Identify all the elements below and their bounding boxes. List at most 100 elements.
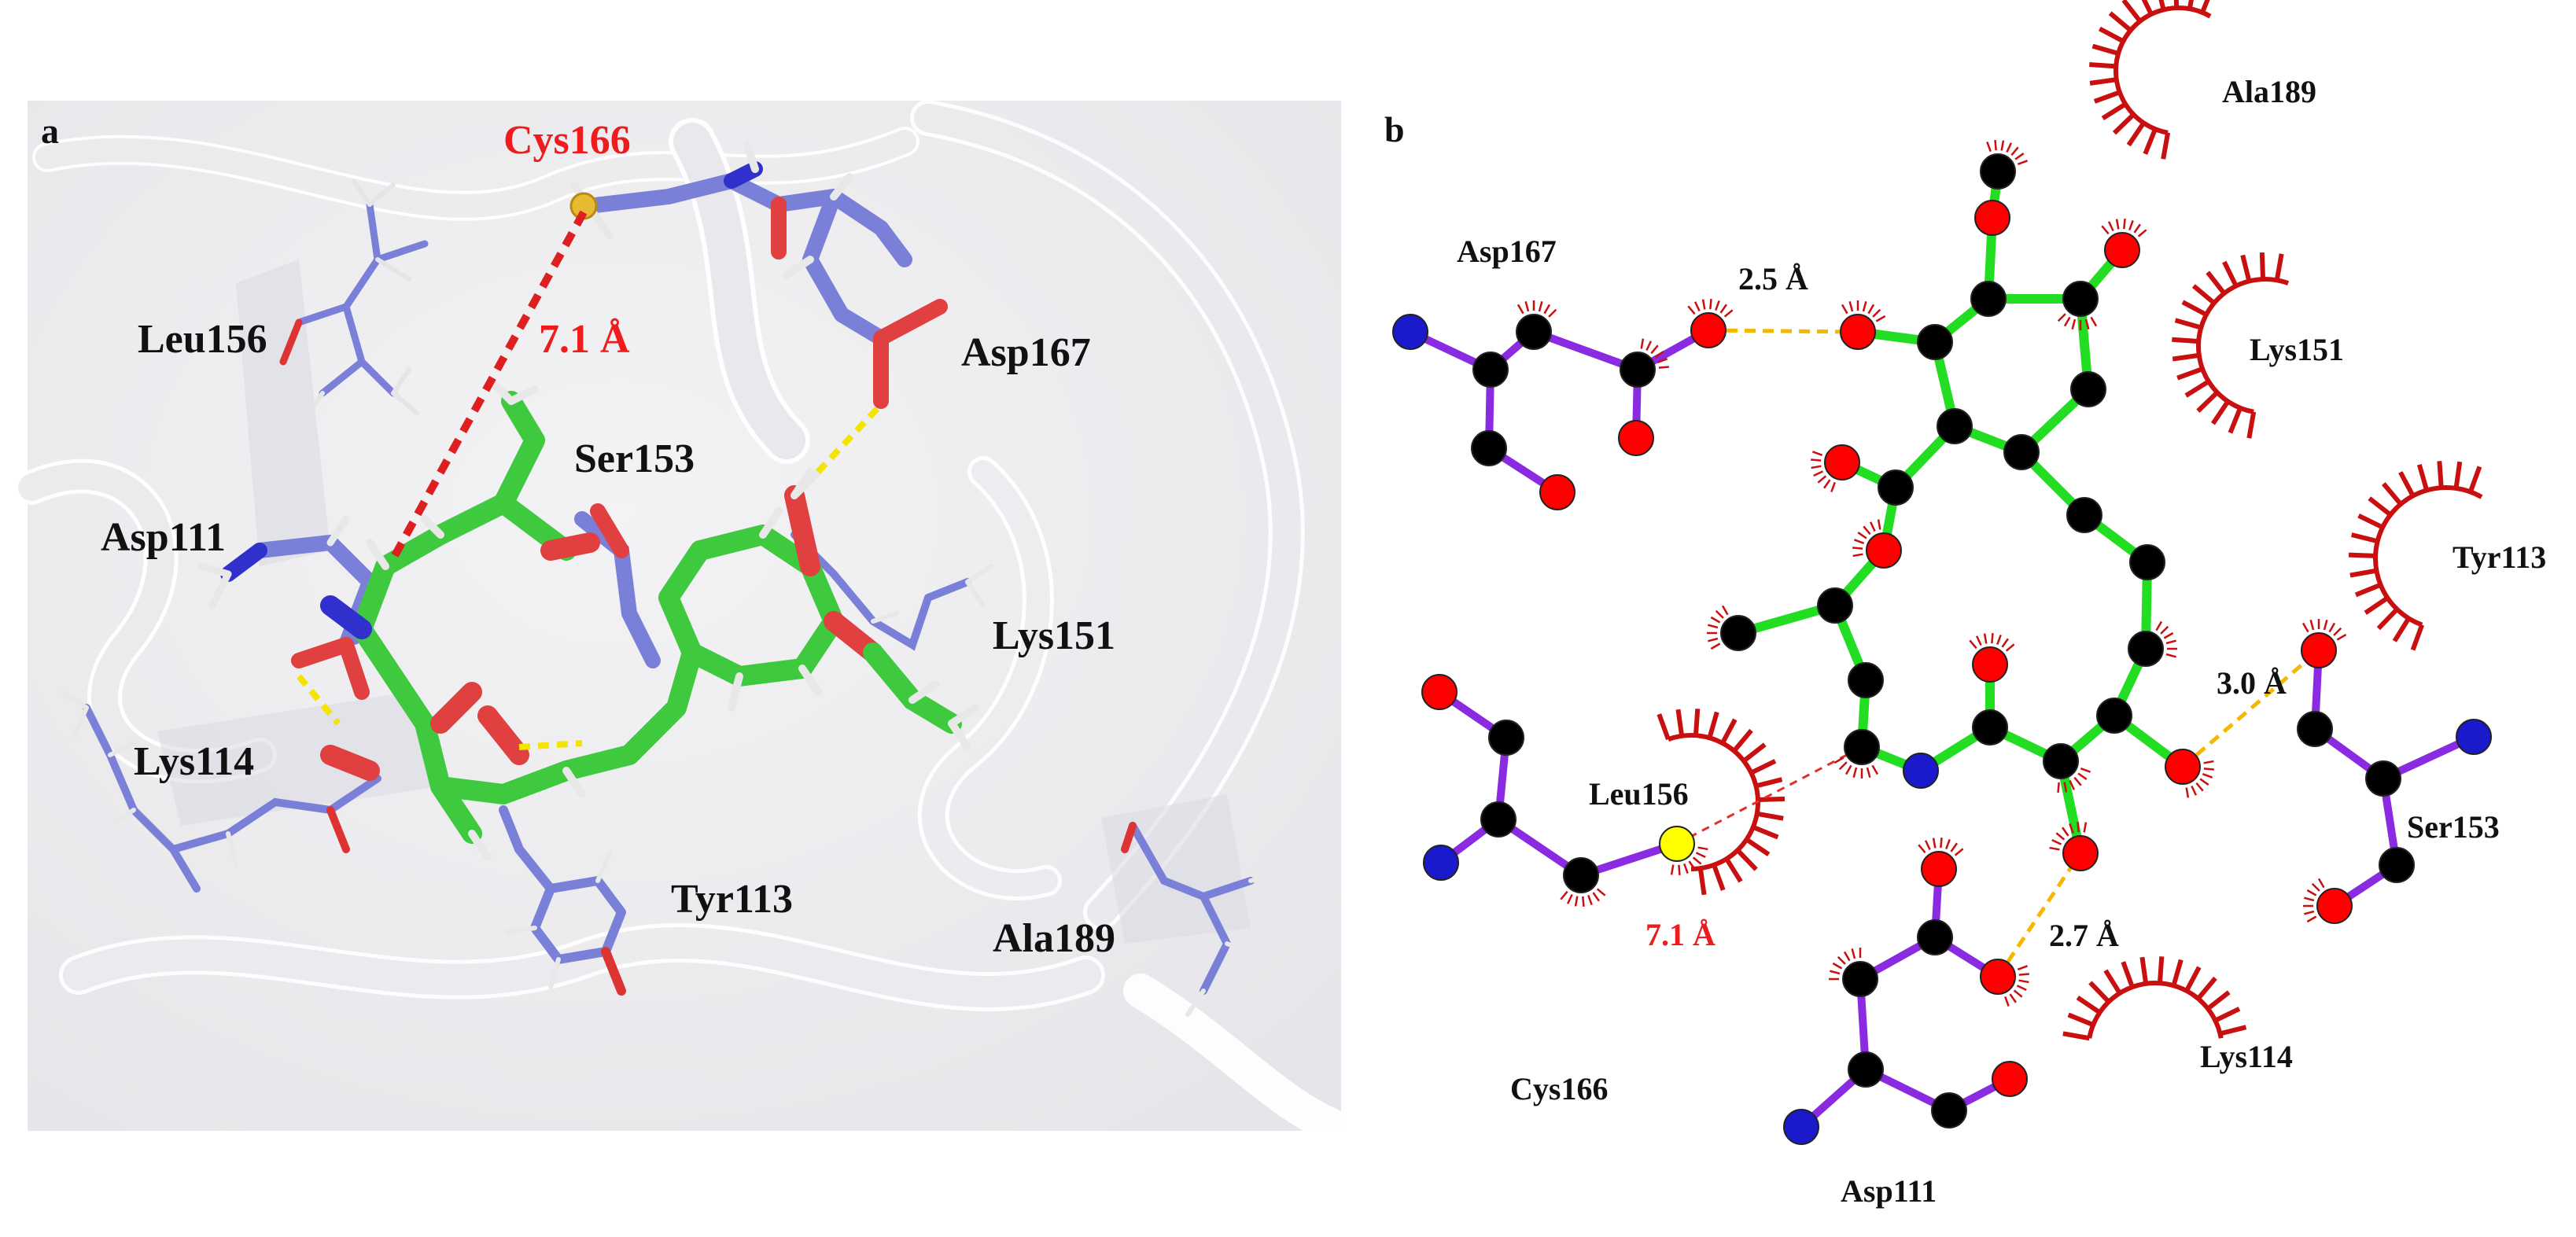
- contact-tick: [2137, 229, 2147, 237]
- label-b-leu156: Leu156: [1589, 776, 1689, 812]
- arc-tyr113: [2348, 461, 2483, 651]
- arc-ala189-tick: [2091, 43, 2119, 56]
- contact-tick: [1872, 308, 1881, 318]
- lys114-hydrogens: [61, 690, 238, 867]
- contact-tick: [2084, 318, 2090, 329]
- tyr113-hydrogens: [505, 851, 612, 989]
- contact-tick: [1654, 351, 1664, 359]
- contact-tick: [1708, 624, 1719, 629]
- ligand-hydrogens: [366, 381, 979, 861]
- arc-lys151-tick: [2206, 271, 2227, 295]
- arc-lys114-tick: [2076, 995, 2102, 1014]
- label-b-asp167: Asp167: [1457, 234, 1557, 269]
- contact-tick: [1709, 299, 1712, 310]
- contact-tick: [1924, 840, 1931, 851]
- label-b-lys114: Lys114: [2200, 1039, 2293, 1074]
- arc-tyr113-tick: [2381, 482, 2403, 506]
- label-a-leu156: Leu156: [138, 317, 267, 362]
- arc-ala189-tick: [2121, 0, 2143, 23]
- contact-tick: [1857, 532, 1867, 539]
- contact-tick: [2063, 316, 2071, 327]
- arc-ala189-tick: [2093, 90, 2121, 104]
- contact-tick: [2006, 142, 2013, 153]
- arc-lys151-tick: [2274, 253, 2284, 281]
- arc-tyr113-tick: [2354, 582, 2382, 598]
- arc-leu156-tick: [1712, 863, 1726, 891]
- arc-leu156: [1657, 709, 1786, 896]
- contact-tick: [2336, 633, 2347, 641]
- arc-lys151-tick: [2172, 337, 2199, 344]
- arc-tyr113-tick: [2376, 607, 2399, 631]
- label-a-distance: 7.1 Å: [539, 317, 630, 362]
- label-b-lys151: Lys151: [2250, 332, 2344, 367]
- protein-helix-ghost: [157, 260, 1251, 944]
- arc-ala189-tick: [2158, 0, 2166, 11]
- contact-tick: [2049, 846, 2060, 851]
- contact-tick: [2203, 768, 2214, 771]
- contact-tick: [2195, 782, 2204, 792]
- arc-leu156-tick: [1755, 777, 1783, 789]
- arc-ala189: [2089, 0, 2212, 160]
- label-a-asp111: Asp111: [101, 515, 226, 560]
- arc-lys114: [2062, 956, 2247, 1041]
- contact-tick: [2304, 910, 2315, 915]
- contact-tick: [1852, 767, 1858, 778]
- contact-tick: [1969, 639, 1977, 650]
- arc-leu156-tick: [1745, 838, 1771, 857]
- contact-tick: [1954, 848, 1964, 856]
- contact-tick: [2051, 838, 2062, 845]
- contact-tick: [2009, 993, 2017, 1003]
- contact-tick: [1832, 962, 1843, 970]
- contact-tick: [2101, 225, 2110, 235]
- contact-tick: [1538, 301, 1543, 312]
- arc-ala189-tick: [2143, 128, 2158, 155]
- contact-tick: [2309, 620, 2315, 631]
- contact-tick: [2000, 140, 2005, 151]
- ala189-hydrogens: [1185, 871, 1281, 1017]
- arc-lys151: [2172, 252, 2290, 439]
- contact-tick: [2160, 625, 2169, 635]
- contact-tick: [2077, 772, 2088, 780]
- arc-leu156-tick: [1675, 709, 1685, 737]
- label-a-ser153: Ser153: [574, 436, 695, 481]
- contact-tick: [2304, 896, 2315, 902]
- contact-tick: [1932, 838, 1937, 849]
- arc-lys151-tick: [2172, 352, 2200, 362]
- contact-tick: [1986, 141, 1992, 153]
- arc-leu156-tick: [1707, 711, 1719, 739]
- contact-tick: [1813, 470, 1824, 477]
- panel-a-label: a: [41, 111, 59, 151]
- label-a-lys114: Lys114: [134, 739, 254, 784]
- contact-tick: [2165, 639, 2176, 645]
- panel-b-atoms: [1392, 153, 2492, 1145]
- panel-b: b: [1384, 0, 2546, 1209]
- label-a-cys166: Cys166: [503, 118, 631, 163]
- panel-b-hbonds: [1708, 328, 2320, 978]
- contact-tick: [1715, 609, 1724, 619]
- arc-tyr113-tick: [2392, 617, 2411, 642]
- arc-lys151-tick: [2181, 300, 2208, 317]
- contact-tick: [1863, 525, 1871, 536]
- contact-tick: [2005, 643, 2015, 652]
- contact-tick: [1851, 948, 1856, 959]
- contact-tick: [1918, 844, 1926, 854]
- cys166-nitrogen: [724, 161, 763, 189]
- contact-tick: [2115, 219, 2120, 230]
- arc-tyr113-tick: [2364, 595, 2390, 615]
- arc-ala189-tick: [2098, 26, 2125, 44]
- panel-b-cys166-distance-line: [1676, 746, 1863, 845]
- contact-tick: [1658, 366, 1669, 369]
- contact-tick: [2333, 627, 2342, 636]
- contact-tick: [2311, 882, 2320, 892]
- arc-lys151-tick: [2222, 260, 2239, 287]
- contact-tick: [1692, 856, 1702, 865]
- ser153-oxygen: [590, 503, 629, 558]
- contact-tick: [2063, 782, 2068, 793]
- arc-ala189-tick: [2141, 0, 2154, 16]
- arc-tyr113-tick: [2467, 466, 2482, 493]
- contact-tick: [1697, 846, 1708, 851]
- leu156-sticks: [279, 201, 429, 397]
- contact-tick: [2016, 985, 2027, 992]
- arc-ala189-curve: [2113, 6, 2212, 135]
- asp111-hydrogens: [197, 515, 350, 609]
